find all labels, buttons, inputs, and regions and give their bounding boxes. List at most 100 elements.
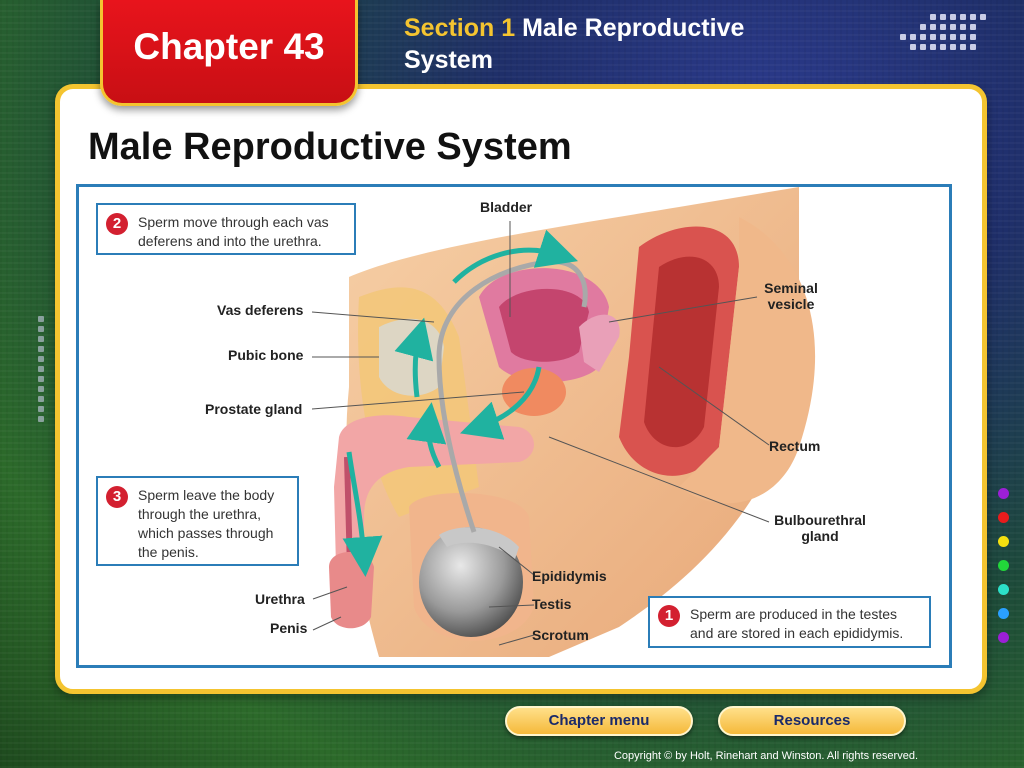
label-testis: Testis: [532, 596, 572, 612]
label-bulbourethral-line1: Bulbourethral: [774, 512, 866, 528]
chapter-label: Chapter 43: [133, 26, 325, 67]
decorative-dot: [910, 44, 916, 50]
decorative-dot: [38, 336, 44, 342]
glans-shape: [329, 552, 374, 629]
side-dot: [998, 560, 1009, 571]
label-prostate-gland: Prostate gland: [205, 401, 303, 417]
callout-number: 2: [106, 213, 128, 235]
label-epididymis: Epididymis: [532, 568, 607, 584]
callout-text: Sperm move through each vas deferens and…: [138, 213, 329, 251]
decorative-dot: [38, 316, 44, 322]
decorative-dot: [38, 386, 44, 392]
decorative-dot: [960, 14, 966, 20]
anatomy-figure: [76, 184, 952, 668]
callout-step-1: 1 Sperm are produced in the testes and a…: [648, 596, 931, 648]
decorative-dot: [38, 396, 44, 402]
decorative-dot: [930, 24, 936, 30]
decorative-dot: [950, 24, 956, 30]
decorative-dot: [940, 24, 946, 30]
decorative-dot: [950, 14, 956, 20]
decorative-dot: [38, 346, 44, 352]
callout-number: 1: [658, 605, 680, 627]
decorative-dot: [980, 14, 986, 20]
decorative-dot: [970, 14, 976, 20]
resources-button[interactable]: Resources: [718, 706, 906, 736]
chapter-tab: Chapter 43: [100, 0, 358, 106]
decorative-dot: [900, 34, 906, 40]
side-dot: [998, 512, 1009, 523]
label-pubic-bone: Pubic bone: [228, 347, 304, 363]
testis-shape: [419, 527, 523, 637]
callout-line: Sperm leave the body: [138, 487, 275, 503]
leader-lines: [311, 221, 770, 646]
decorative-dot: [38, 366, 44, 372]
decorative-dot: [920, 24, 926, 30]
callout-text: Sperm are produced in the testes and are…: [690, 605, 903, 643]
penis-shape: [334, 415, 534, 622]
callout-step-3: 3 Sperm leave the body through the ureth…: [96, 476, 299, 566]
decorative-dot: [970, 34, 976, 40]
section-heading: Section 1 Male Reproductive System: [404, 12, 824, 76]
decorative-dot: [38, 326, 44, 332]
label-urethra: Urethra: [255, 591, 305, 607]
decorative-dot: [960, 34, 966, 40]
side-dot: [998, 536, 1009, 547]
decorative-dot: [940, 44, 946, 50]
decorative-dot: [940, 34, 946, 40]
side-dot: [998, 608, 1009, 619]
decorative-dot: [38, 406, 44, 412]
epididymis-shape: [439, 527, 519, 559]
label-seminal-vesicle-line2: vesicle: [767, 296, 815, 312]
decorative-dot: [970, 44, 976, 50]
anatomy-illustration: [311, 187, 816, 657]
callout-line: Sperm move through each vas: [138, 214, 329, 230]
decorative-dot: [910, 34, 916, 40]
decorative-dot: [920, 34, 926, 40]
label-seminal-vesicle: Seminal vesicle: [761, 280, 821, 312]
decorative-dot: [960, 44, 966, 50]
bladder-inner: [499, 288, 589, 362]
chapter-menu-button[interactable]: Chapter menu: [505, 706, 693, 736]
decorative-dot: [970, 24, 976, 30]
side-dot: [998, 632, 1009, 643]
copyright-text: Copyright © by Holt, Rinehart and Winsto…: [613, 750, 918, 762]
callout-number: 3: [106, 486, 128, 508]
label-bladder: Bladder: [480, 199, 533, 215]
callout-line: Sperm are produced in the testes: [690, 606, 898, 622]
side-dot: [998, 488, 1009, 499]
sperm-path-arrow-prostate: [460, 366, 542, 440]
label-vas-deferens: Vas deferens: [217, 302, 304, 318]
callout-line: through the urethra,: [138, 506, 261, 522]
rectum-inner: [644, 256, 719, 448]
callout-line: and are stored in each epididymis.: [690, 625, 904, 641]
label-bulbourethral-gland: Bulbourethral gland: [770, 512, 870, 544]
sperm-path-arrow-upper: [452, 229, 579, 284]
callout-text: Sperm leave the body through the urethra…: [138, 486, 274, 562]
page-title: Male Reproductive System: [88, 126, 572, 168]
decorative-dot: [940, 14, 946, 20]
decorative-dot: [920, 44, 926, 50]
decorative-dot: [930, 44, 936, 50]
callout-line: which passes through: [138, 525, 274, 541]
label-rectum: Rectum: [769, 438, 821, 454]
decorative-dot: [950, 44, 956, 50]
seminal-vesicle-shape: [579, 314, 620, 372]
decorative-dot: [38, 356, 44, 362]
callout-step-2: 2 Sperm move through each vas deferens a…: [96, 203, 356, 255]
callout-line: deferens and into the urethra.: [138, 233, 322, 249]
decorative-dot: [960, 24, 966, 30]
decorative-dot: [950, 34, 956, 40]
decorative-dot: [930, 34, 936, 40]
decorative-dot: [38, 376, 44, 382]
sperm-path-arrow-penis: [342, 451, 383, 577]
section-title: Male Reproductive System: [404, 14, 745, 74]
decorative-dot: [38, 416, 44, 422]
side-dot: [998, 584, 1009, 595]
sperm-path-arrow-mid: [406, 402, 447, 469]
pubic-bone-shape: [379, 318, 444, 396]
buttock: [679, 217, 816, 504]
label-seminal-vesicle-line1: Seminal: [764, 280, 818, 296]
section-number: Section 1: [404, 14, 516, 42]
sperm-path-arrow-left: [394, 317, 434, 398]
label-bulbourethral-line2: gland: [801, 528, 839, 544]
